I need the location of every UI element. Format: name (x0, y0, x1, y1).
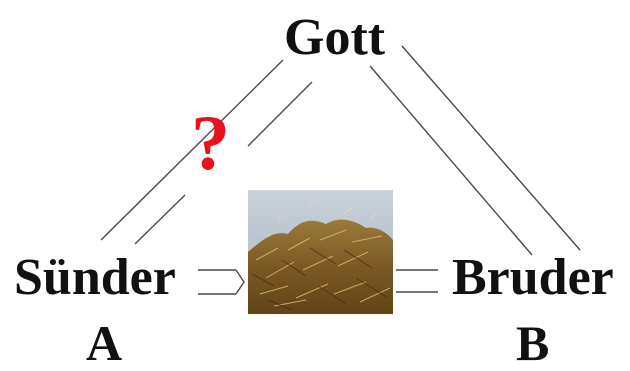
question-mark: ? (191, 99, 230, 186)
brother-label: Bruder (452, 249, 614, 306)
sinner-god-line-inner-lower (134, 194, 186, 245)
god-label: Gott (284, 9, 386, 66)
sinner-straw-line-hook (235, 269, 245, 295)
sinner-god-line-inner-upper (247, 81, 313, 147)
sinner-label: Sünder (14, 249, 176, 306)
straw-pile-picture (248, 190, 393, 314)
brother-letter: B (516, 315, 550, 371)
god-brother-line-outer (401, 45, 581, 251)
straw-pile-image (248, 190, 393, 314)
sinner-god-line-outer (100, 59, 284, 241)
god-brother-line-inner (369, 65, 533, 256)
sinner-letter: A (86, 315, 123, 371)
